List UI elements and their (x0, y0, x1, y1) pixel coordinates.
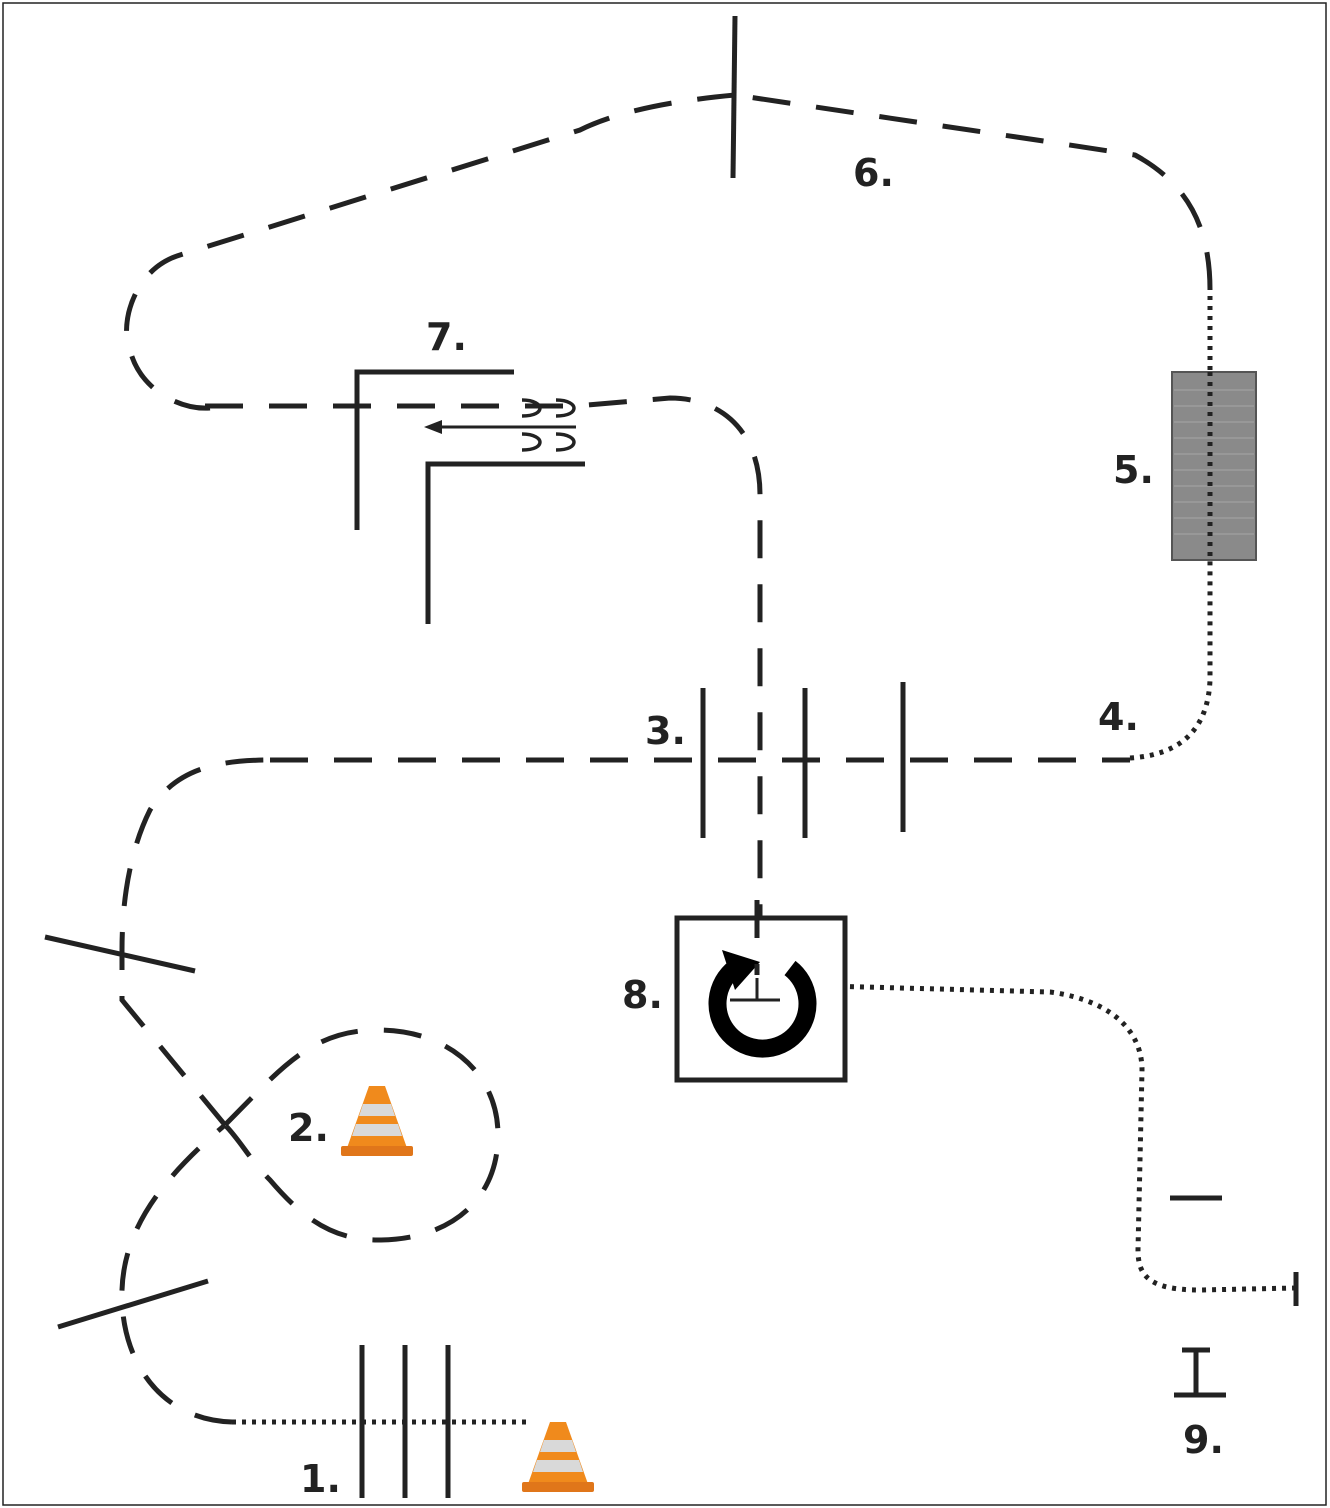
gate-6-bar (733, 16, 735, 178)
end-marker-stop (1174, 1350, 1226, 1395)
path-exit-dotted (790, 985, 1295, 1290)
label-station-3: 3. (645, 709, 686, 753)
traffic-cone-icon (341, 1086, 413, 1156)
path-bottom-left-curve (122, 1125, 232, 1422)
page-border (3, 3, 1326, 1505)
label-station-6: 6. (853, 151, 894, 195)
label-station-1: 1. (300, 1457, 341, 1501)
label-station-8: 8. (622, 973, 663, 1017)
parking-structure (357, 372, 585, 624)
label-station-9: 9. (1183, 1418, 1224, 1462)
path-parking-lane (205, 398, 760, 950)
label-station-5: 5. (1113, 448, 1154, 492)
left-arrow-icon (424, 420, 576, 434)
path-top-left (127, 95, 735, 408)
path-curve-4-dotted (1130, 560, 1210, 758)
traffic-cone-icon (522, 1422, 594, 1492)
speed-bump-icon (1172, 372, 1256, 560)
label-station-7: 7. (426, 315, 467, 359)
u-turn-icon (677, 918, 845, 1080)
path-diagonal-crossing (122, 760, 270, 1125)
label-station-2: 2. (288, 1106, 329, 1150)
label-station-4: 4. (1098, 695, 1139, 739)
path-top-right-curve (735, 95, 1210, 290)
left-gate-lower (58, 1281, 208, 1327)
